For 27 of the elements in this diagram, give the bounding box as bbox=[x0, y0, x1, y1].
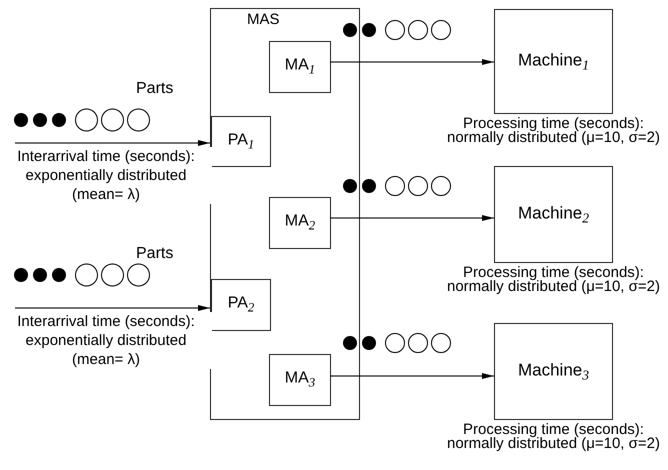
node-label: MA$_{3}$ bbox=[284, 369, 316, 391]
node-label: MA$_{1}$ bbox=[284, 56, 316, 78]
arrow bbox=[15, 305, 210, 311]
node-caption: Processing time (seconds): normally distributed (μ=10, σ=2) bbox=[446, 266, 661, 294]
arrow bbox=[15, 140, 210, 146]
node-label: Machine$_{3}$ bbox=[518, 360, 590, 384]
agent-box bbox=[211, 279, 271, 331]
arrow bbox=[330, 59, 494, 65]
node-label: PA$_{1}$ bbox=[228, 130, 254, 152]
agent-box bbox=[269, 354, 331, 406]
system-title: MAS bbox=[247, 11, 280, 28]
node-label: MA$_{2}$ bbox=[284, 212, 316, 234]
queue-label: Parts bbox=[136, 80, 174, 98]
arrow bbox=[330, 373, 494, 379]
agent-box bbox=[269, 197, 331, 249]
machine-box bbox=[494, 9, 613, 114]
machine-box bbox=[494, 166, 613, 263]
node-label: Machine$_{1}$ bbox=[518, 50, 590, 74]
node-caption: Processing time (seconds): normally distributed (μ=10, σ=2) bbox=[446, 117, 661, 145]
node-caption: Processing time (seconds): normally distributed (μ=10, σ=2) bbox=[446, 423, 661, 451]
machine-box bbox=[494, 323, 613, 420]
queue-label: Parts bbox=[136, 245, 174, 263]
arrow bbox=[330, 215, 494, 221]
agent-box bbox=[269, 41, 331, 93]
node-label: PA$_{2}$ bbox=[228, 294, 254, 316]
node-label: Machine$_{2}$ bbox=[518, 202, 590, 226]
agent-system-box bbox=[210, 8, 360, 420]
